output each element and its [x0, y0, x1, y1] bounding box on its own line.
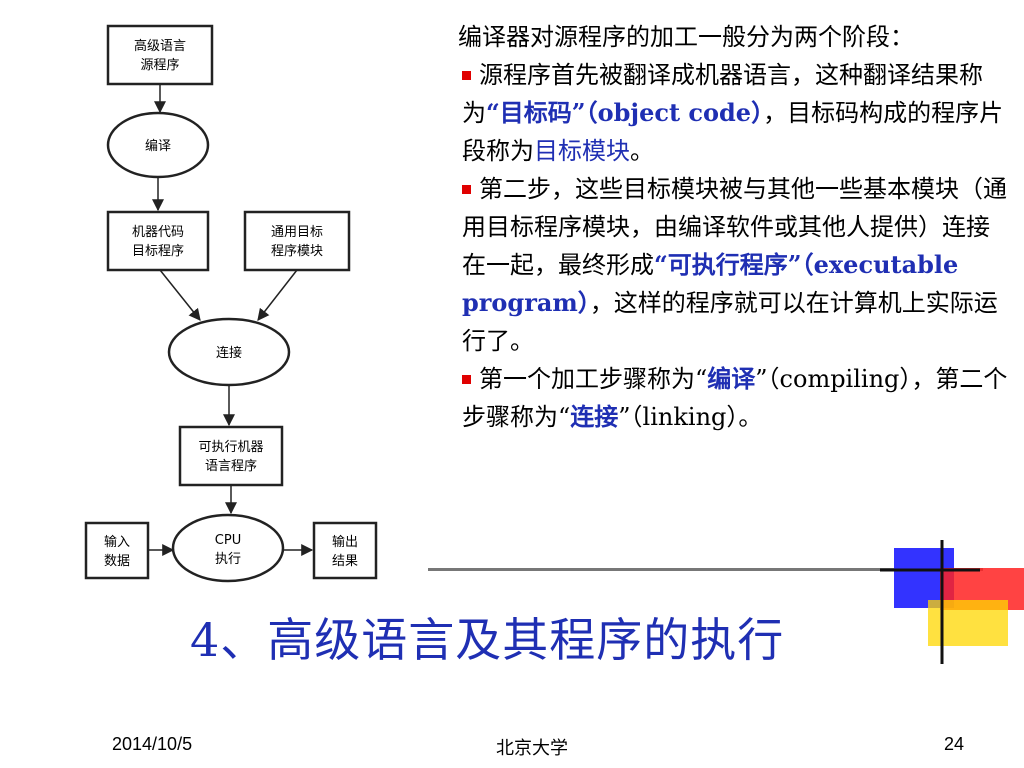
bullet-executable: 第二步，这些目标模块被与其他一些基本模块（通用目标程序模块，由编译软件或其他人提… [462, 175, 1007, 355]
term-object-code: “目标码”（object code） [486, 98, 764, 127]
arrow-object-to-link [159, 269, 201, 321]
executable-box [178, 425, 284, 487]
bullet-square-icon [462, 375, 471, 384]
footer-date: 2014/10/5 [112, 734, 193, 754]
term-object-module: 目标模块 [534, 137, 630, 165]
intro-paragraph: 编译器对源程序的加工一般分为两个阶段： [458, 23, 914, 51]
output-result-box [312, 521, 378, 580]
content-text: 编译器对源程序的加工一般分为两个阶段： 源程序首先被翻译成机器语言，这种翻译结果… [410, 18, 1010, 436]
executable-label-1: 可执行机器 [198, 440, 263, 455]
term-linking: 连接 [570, 402, 619, 431]
bullet-square-icon [462, 71, 471, 80]
bullet-steps: 第一个加工步骤称为“编译”（compiling），第二个步骤称为“连接”（lin… [462, 364, 1008, 431]
library-module-label-2: 程序模块 [271, 244, 323, 259]
compile-label: 编译 [145, 139, 171, 154]
input-data-label-2: 数据 [104, 554, 130, 569]
compilation-flowchart: 高级语言 源程序 编译 机器代码 目标程序 通用目标 程序模块 连接 可执行机器… [84, 24, 378, 583]
cpu-ellipse [171, 513, 285, 583]
title-divider [428, 568, 983, 571]
term-compiling: 编译 [707, 364, 756, 393]
arrow-library-to-link [257, 269, 298, 321]
link-label: 连接 [216, 345, 242, 361]
cpu-label-1: CPU [215, 533, 241, 548]
bullet-object-code: 源程序首先被翻译成机器语言，这种翻译结果称为“目标码”（object code）… [462, 61, 1004, 165]
slide-title: 4、高级语言及其程序的执行 [190, 613, 785, 667]
executable-label-2: 语言程序 [205, 459, 257, 474]
object-program-box [106, 210, 210, 272]
library-module-box [243, 210, 351, 272]
footer-page-number: 24 [944, 734, 965, 754]
footer-organization: 北京大学 [496, 738, 568, 758]
library-module-label-1: 通用目标 [271, 225, 323, 240]
cpu-label-2: 执行 [215, 552, 241, 567]
output-result-label-1: 输出 [332, 534, 358, 550]
source-program-label-2: 源程序 [140, 58, 179, 73]
source-program-label-1: 高级语言 [134, 38, 186, 54]
bullet-square-icon [462, 185, 471, 194]
object-program-label-1: 机器代码 [132, 225, 184, 240]
term-executable-program: “可执行程序”（executable program） [462, 250, 959, 317]
input-data-label-1: 输入 [104, 534, 130, 550]
output-result-label-2: 结果 [332, 554, 358, 569]
object-program-label-2: 目标程序 [132, 244, 184, 259]
decorative-squares [880, 540, 1024, 664]
source-program-box [106, 24, 214, 86]
input-data-box [84, 521, 150, 580]
